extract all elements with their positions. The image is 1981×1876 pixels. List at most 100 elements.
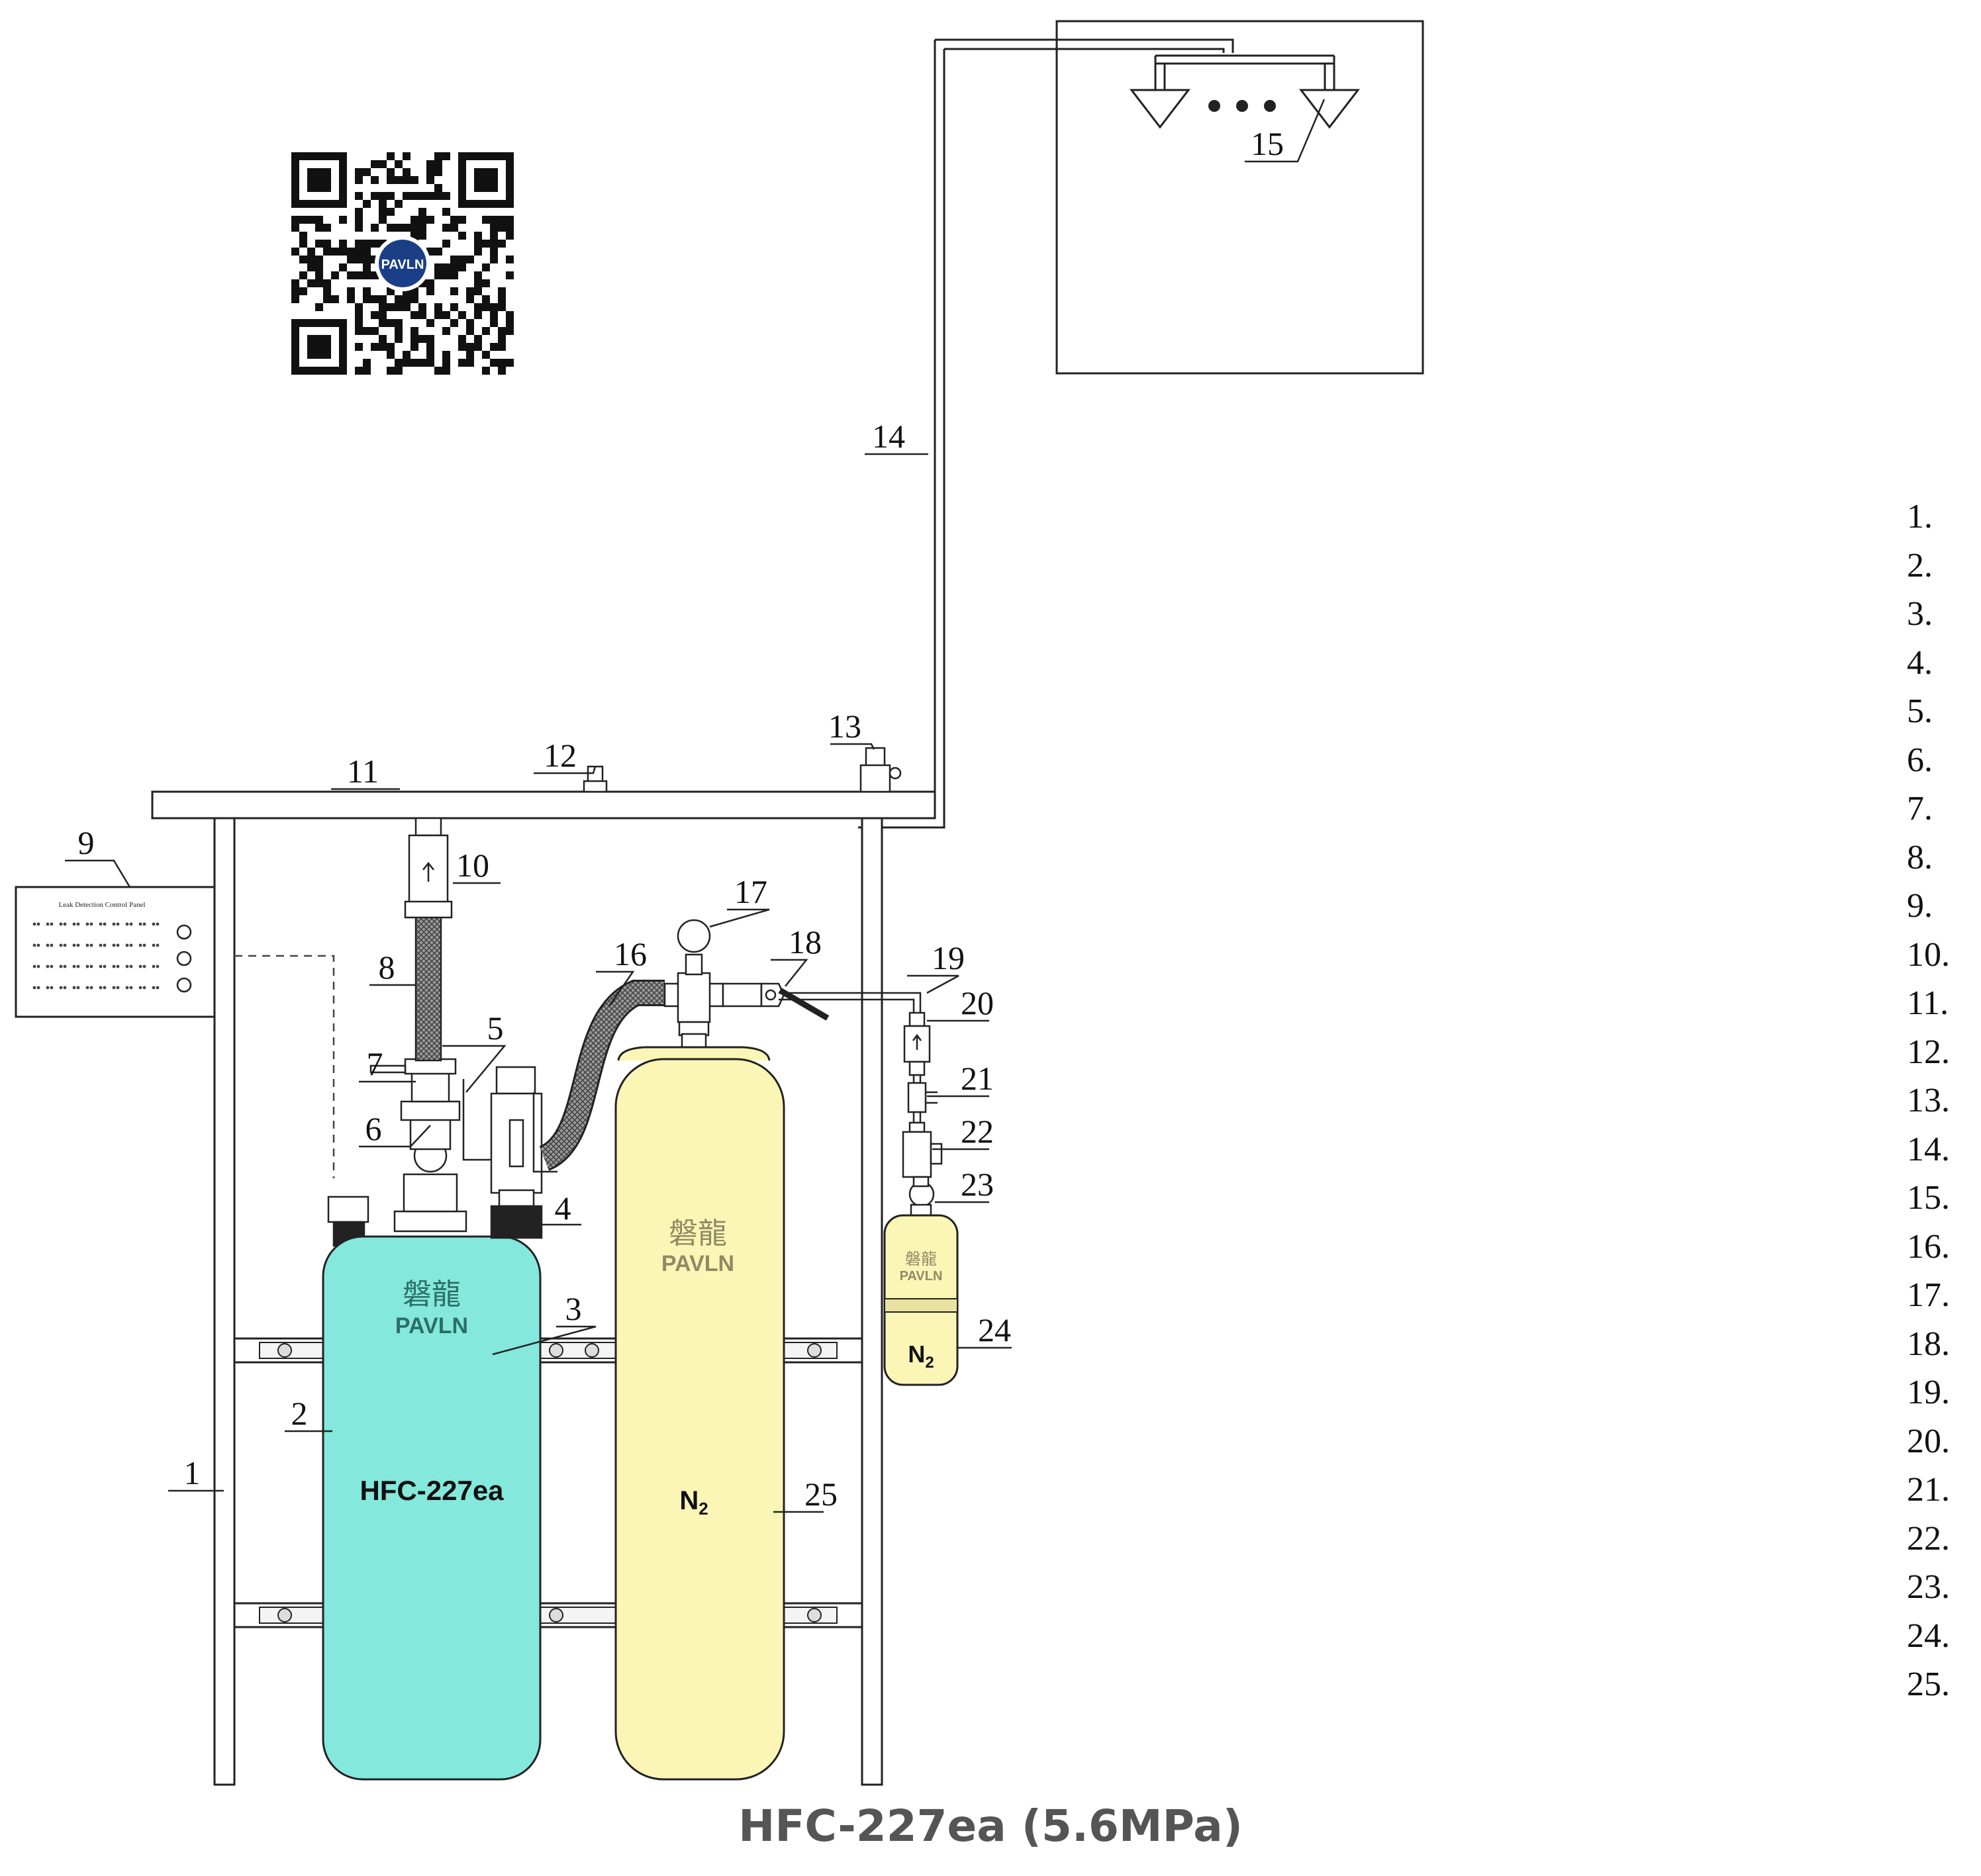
qr-module (458, 263, 466, 271)
nozzle-right (1298, 89, 1361, 129)
qr-module (506, 327, 514, 335)
qr-module (315, 216, 323, 224)
nozzle-left (1129, 89, 1191, 129)
qr-module (474, 335, 482, 343)
qr-module (323, 240, 331, 248)
qr-module (474, 287, 482, 295)
panel-indicator-dot (99, 964, 103, 968)
qr-module (347, 287, 355, 295)
qr-module (426, 192, 434, 200)
qr-module (299, 271, 307, 279)
qr-module (355, 216, 363, 224)
legend-item: 3. (1033, 590, 1966, 639)
qr-module (490, 248, 498, 256)
qr-module (363, 168, 371, 176)
qr-module (395, 200, 403, 208)
qr-module (379, 208, 387, 216)
qr-module (474, 232, 482, 240)
qr-module (458, 343, 466, 351)
legend-item: 11. (1033, 980, 1966, 1029)
qr-module (450, 256, 458, 263)
panel-indicator-dot (152, 986, 156, 990)
legend-number: 14. (1907, 1130, 1950, 1168)
qr-module (411, 335, 418, 343)
qr-module (450, 287, 458, 295)
panel-knob (176, 924, 192, 993)
nitrogen-cylinder-valve (663, 919, 830, 1064)
qr-module (307, 216, 315, 224)
qr-module (490, 311, 498, 319)
brand-latin: PAVLN (395, 1313, 468, 1338)
qr-module (490, 343, 498, 351)
qr-module (299, 216, 307, 224)
qr-module (426, 351, 434, 359)
legend-item: 20. (1033, 1418, 1966, 1467)
qr-module (474, 311, 482, 319)
callout-leaders (168, 788, 1012, 1513)
panel-indicator-dot (156, 922, 160, 926)
qr-module (490, 319, 498, 327)
qr-module (355, 208, 363, 216)
callout-14: 14 (872, 418, 905, 455)
qr-module (450, 319, 458, 327)
legend-number: 7. (1907, 790, 1933, 827)
legend-number: 22. (1907, 1519, 1950, 1558)
qr-module (434, 248, 442, 256)
callout-21: 21 (961, 1060, 994, 1097)
qr-module (323, 295, 331, 303)
qr-module (466, 327, 474, 335)
qr-module (395, 160, 403, 168)
qr-module (291, 216, 299, 224)
legend-item: 6. (1033, 737, 1966, 786)
callout-7: 7 (367, 1045, 383, 1082)
legend-number: 16. (1907, 1227, 1950, 1266)
brand-latin: PAVLN (900, 1269, 943, 1284)
signal-cable (234, 955, 335, 1178)
qr-module (323, 248, 331, 256)
qr-module (442, 263, 450, 271)
panel-indicator-dot (85, 943, 89, 947)
leader-9 (65, 859, 131, 888)
legend-item: 12. (1033, 1029, 1966, 1078)
panel-indicator-dot (36, 986, 40, 990)
qr-module (418, 359, 426, 367)
panel-indicator-dot (50, 986, 54, 990)
qr-module (482, 216, 490, 224)
qr-module (458, 335, 466, 343)
qr-module (387, 343, 395, 351)
qr-module (331, 295, 339, 303)
safety-vent (583, 765, 608, 793)
qr-module (363, 287, 371, 295)
callout-4: 4 (555, 1190, 571, 1227)
panel-indicator-dot (116, 922, 120, 926)
qr-module (307, 263, 315, 271)
leader-15 (1245, 99, 1326, 163)
legend-number: 1. (1907, 498, 1933, 536)
panel-indicator-dot (112, 922, 116, 926)
qr-module (299, 232, 307, 240)
qr-module (442, 152, 450, 160)
qr-module (466, 319, 474, 327)
callout-20: 20 (961, 984, 994, 1021)
panel-indicator-dot (46, 922, 50, 926)
qr-module (363, 367, 371, 375)
qr-module (355, 240, 363, 248)
qr-module (434, 192, 442, 200)
legend-item: 4. (1033, 639, 1966, 688)
qr-module (355, 303, 363, 311)
legend-number: 8. (1907, 838, 1933, 876)
qr-module (291, 279, 299, 287)
qr-module (387, 192, 395, 200)
qr-module (506, 359, 514, 367)
qr-module (418, 311, 426, 319)
qr-module (426, 168, 434, 176)
qr-module (434, 184, 442, 192)
legend-item: 21. (1033, 1466, 1966, 1515)
qr-module (498, 224, 506, 232)
qr-module (395, 327, 403, 335)
qr-module (426, 160, 434, 168)
qr-module (379, 319, 387, 327)
callout-12: 12 (544, 737, 577, 774)
qr-module (458, 311, 466, 319)
panel-indicator-dot (89, 964, 93, 968)
